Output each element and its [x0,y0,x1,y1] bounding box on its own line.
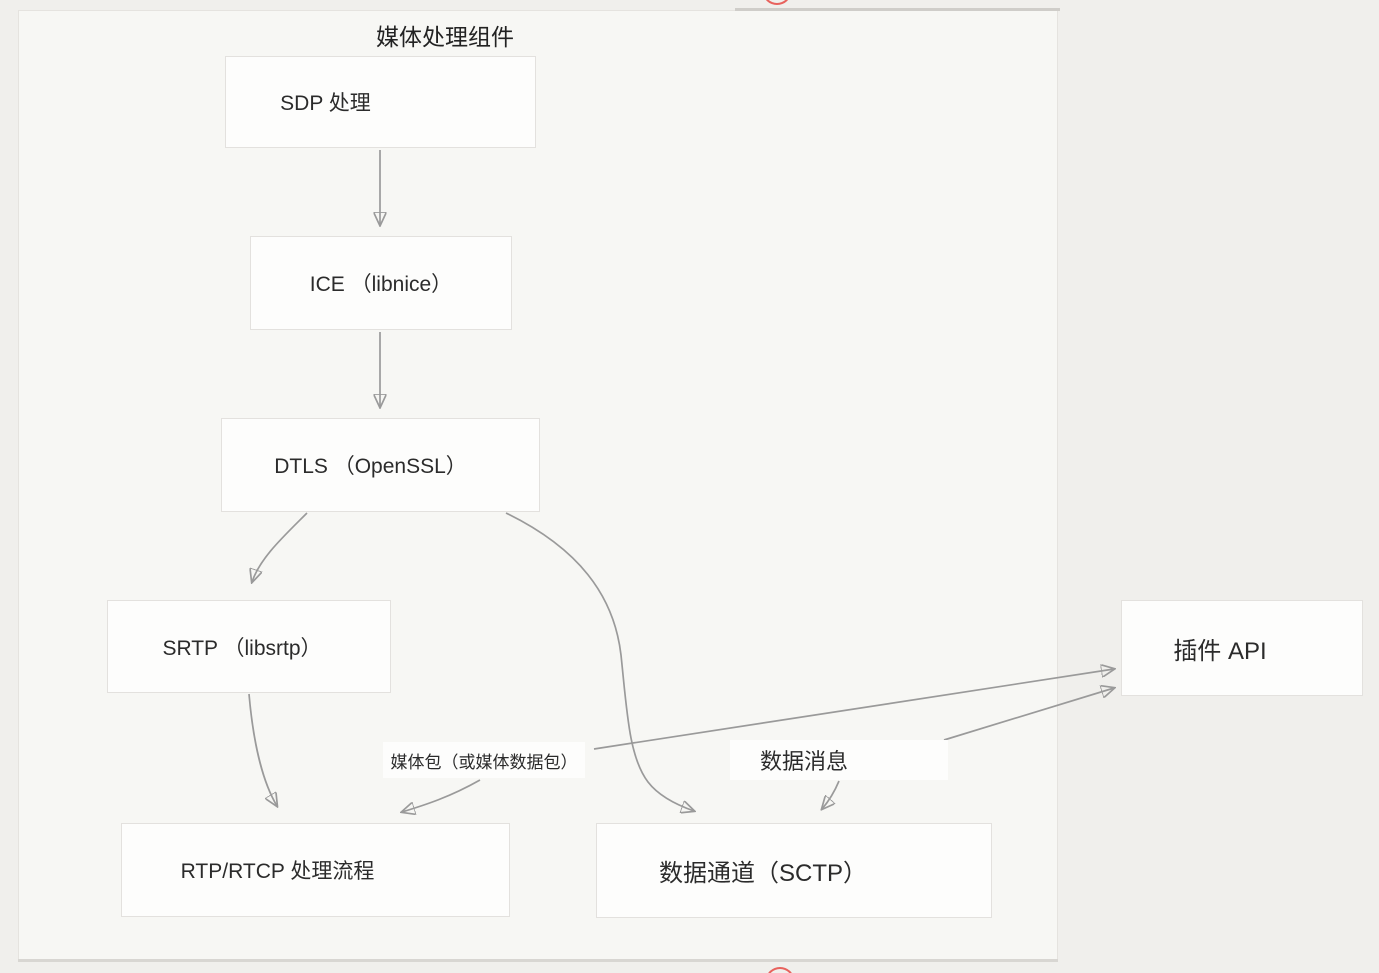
node-plugin-api: 插件 API [1121,600,1363,696]
node-data-channel-sctp: 数据通道（SCTP） [596,823,992,918]
panel-top-edge-shade [735,8,1060,11]
diagram-title: 媒体处理组件 [376,24,514,50]
node-rtp-rtcp-label: RTP/RTCP 处理流程 [180,860,375,883]
node-dtls: DTLS （OpenSSL） [221,418,540,512]
edge-label-data-messages: 数据消息 [730,740,948,780]
node-ice: ICE （libnice） [250,236,512,330]
edge-label-data-messages-text: 数据消息 [759,749,848,774]
node-rtp-rtcp: RTP/RTCP 处理流程 [121,823,510,917]
node-srtp: SRTP （libsrtp） [107,600,391,693]
red-annotation-arc-bottom [766,967,794,973]
node-data-channel-sctp-label: 数据通道（SCTP） [658,860,867,887]
red-annotation-arc-top [763,0,791,5]
node-dtls-label: DTLS （OpenSSL） [274,455,467,478]
node-ice-label: ICE （libnice） [309,273,453,296]
node-sdp: SDP 处理 [225,56,536,148]
edge-label-media-packets: 媒体包（或媒体数据包） [383,742,585,778]
node-sdp-label: SDP 处理 [280,92,371,115]
node-srtp-label: SRTP （libsrtp） [162,636,322,660]
edge-label-media-packets-text: 媒体包（或媒体数据包） [390,752,578,772]
panel-bottom-edge-shade [18,959,1058,962]
node-plugin-api-label: 插件 API [1173,637,1267,665]
